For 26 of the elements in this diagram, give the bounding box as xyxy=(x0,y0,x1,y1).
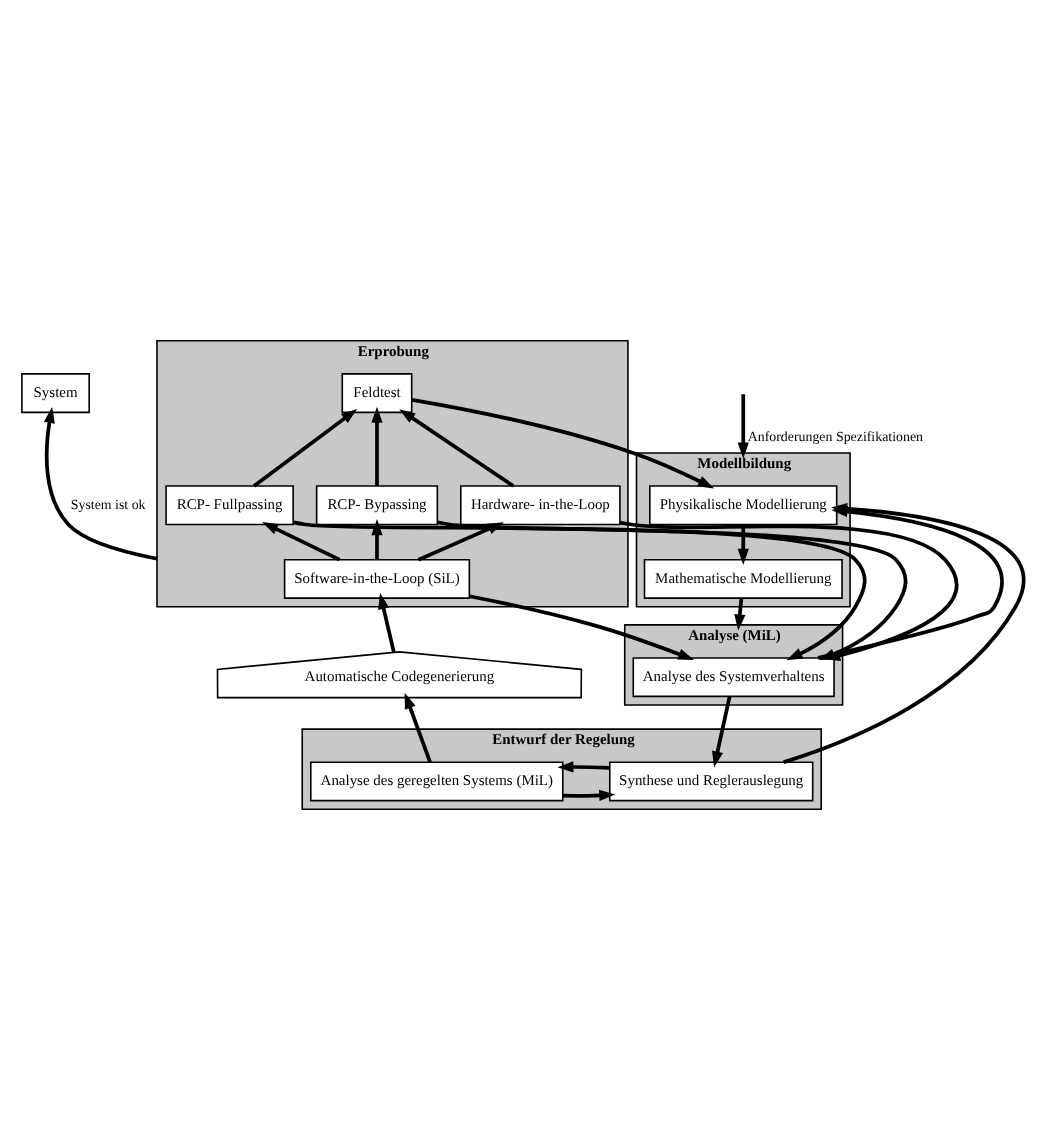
node-box: Feldtest xyxy=(341,372,413,413)
arrow xyxy=(737,393,749,458)
node-box: Software-in-the-Loop (SiL) xyxy=(283,557,471,598)
node-box: Physikalische Modellierung xyxy=(649,484,838,525)
arrow xyxy=(371,405,383,485)
node-box: Synthese und Reglerauslegung xyxy=(609,760,814,801)
arrow xyxy=(557,760,610,772)
arrow xyxy=(378,592,396,652)
arrow xyxy=(417,521,504,561)
node-box: Mathematische Modellierung xyxy=(643,557,843,598)
node-box: System xyxy=(21,372,90,413)
arrow xyxy=(262,521,341,561)
arrow xyxy=(563,788,616,800)
arrow xyxy=(469,593,695,659)
arrow xyxy=(371,518,383,559)
arrow xyxy=(734,597,746,630)
node-box: Hardware- in-the-Loop xyxy=(460,484,621,525)
arrow xyxy=(737,523,749,564)
node-box: RCP- Fullpassing xyxy=(165,484,294,525)
node-box: Analyse des geregelten Systems (MiL) xyxy=(309,760,564,801)
arrow xyxy=(411,397,714,488)
node-box: RCP- Bypassing xyxy=(315,484,439,525)
arrow xyxy=(399,408,515,487)
arrow xyxy=(43,405,158,560)
arrow xyxy=(252,408,358,487)
node-box: Analyse des Systemverhaltens xyxy=(632,656,835,697)
